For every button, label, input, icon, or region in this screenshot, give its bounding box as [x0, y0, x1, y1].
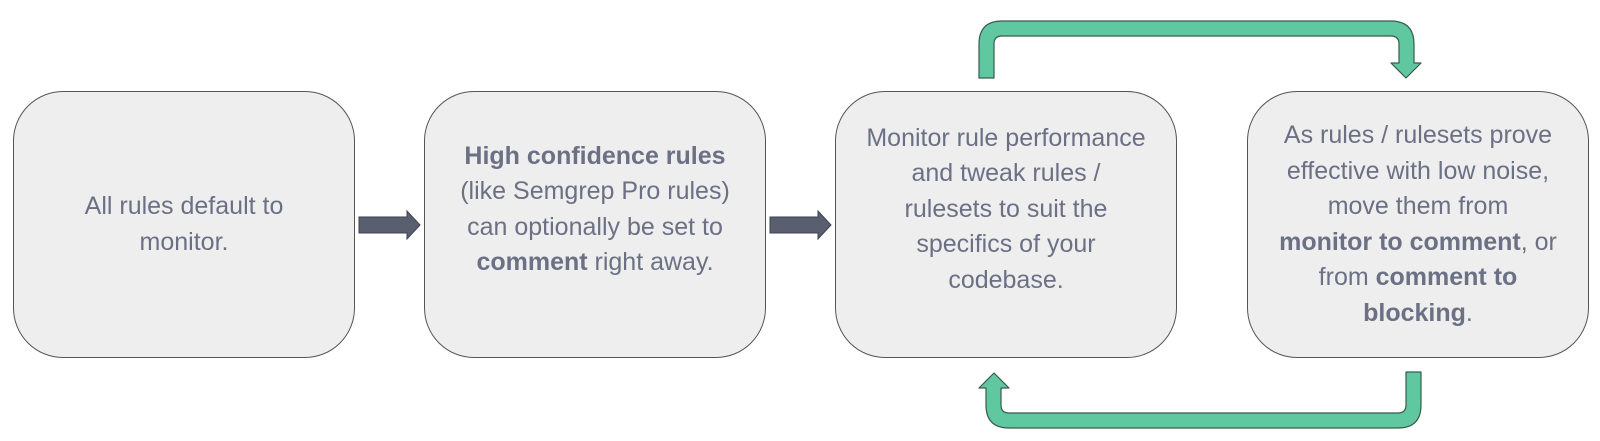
loop-arrow-top-icon	[978, 20, 1422, 79]
step-4-part-0: As rules / rulesets prove effective with…	[1283, 121, 1553, 220]
arrow-right-icon	[769, 209, 832, 241]
step-2-part-0: High confidence rules	[464, 141, 726, 170]
step-4-text: As rules / rulesets prove effective with…	[1278, 118, 1558, 331]
step-4-box: As rules / rulesets prove effective with…	[1247, 91, 1589, 358]
step-1-part-0: All rules default to monitor.	[84, 192, 284, 256]
step-2-box: High confidence rules (like Semgrep Pro …	[424, 91, 766, 358]
step-1-text: All rules default to monitor.	[44, 189, 324, 260]
step-3-part-0: Monitor rule performance and tweak rules…	[866, 123, 1146, 294]
step-2-part-2: comment	[476, 248, 588, 276]
step-2-text: High confidence rules (like Semgrep Pro …	[455, 139, 735, 311]
step-4-part-2: , or from	[1318, 227, 1557, 292]
step-3-text: Monitor rule performance and tweak rules…	[866, 121, 1146, 329]
step-4-part-1: monitor to comment	[1279, 227, 1521, 256]
step-4-part-3: comment to blocking	[1363, 263, 1518, 327]
loop-arrow-bottom-icon	[978, 371, 1422, 429]
step-4-part-4: .	[1465, 298, 1473, 327]
arrow-right-icon	[358, 209, 421, 241]
step-1-box: All rules default to monitor.	[13, 91, 355, 358]
step-2-part-1: (like Semgrep Pro rules) can optionally …	[460, 177, 730, 241]
step-2-part-3: right away.	[587, 248, 714, 276]
step-3-box: Monitor rule performance and tweak rules…	[835, 91, 1177, 358]
